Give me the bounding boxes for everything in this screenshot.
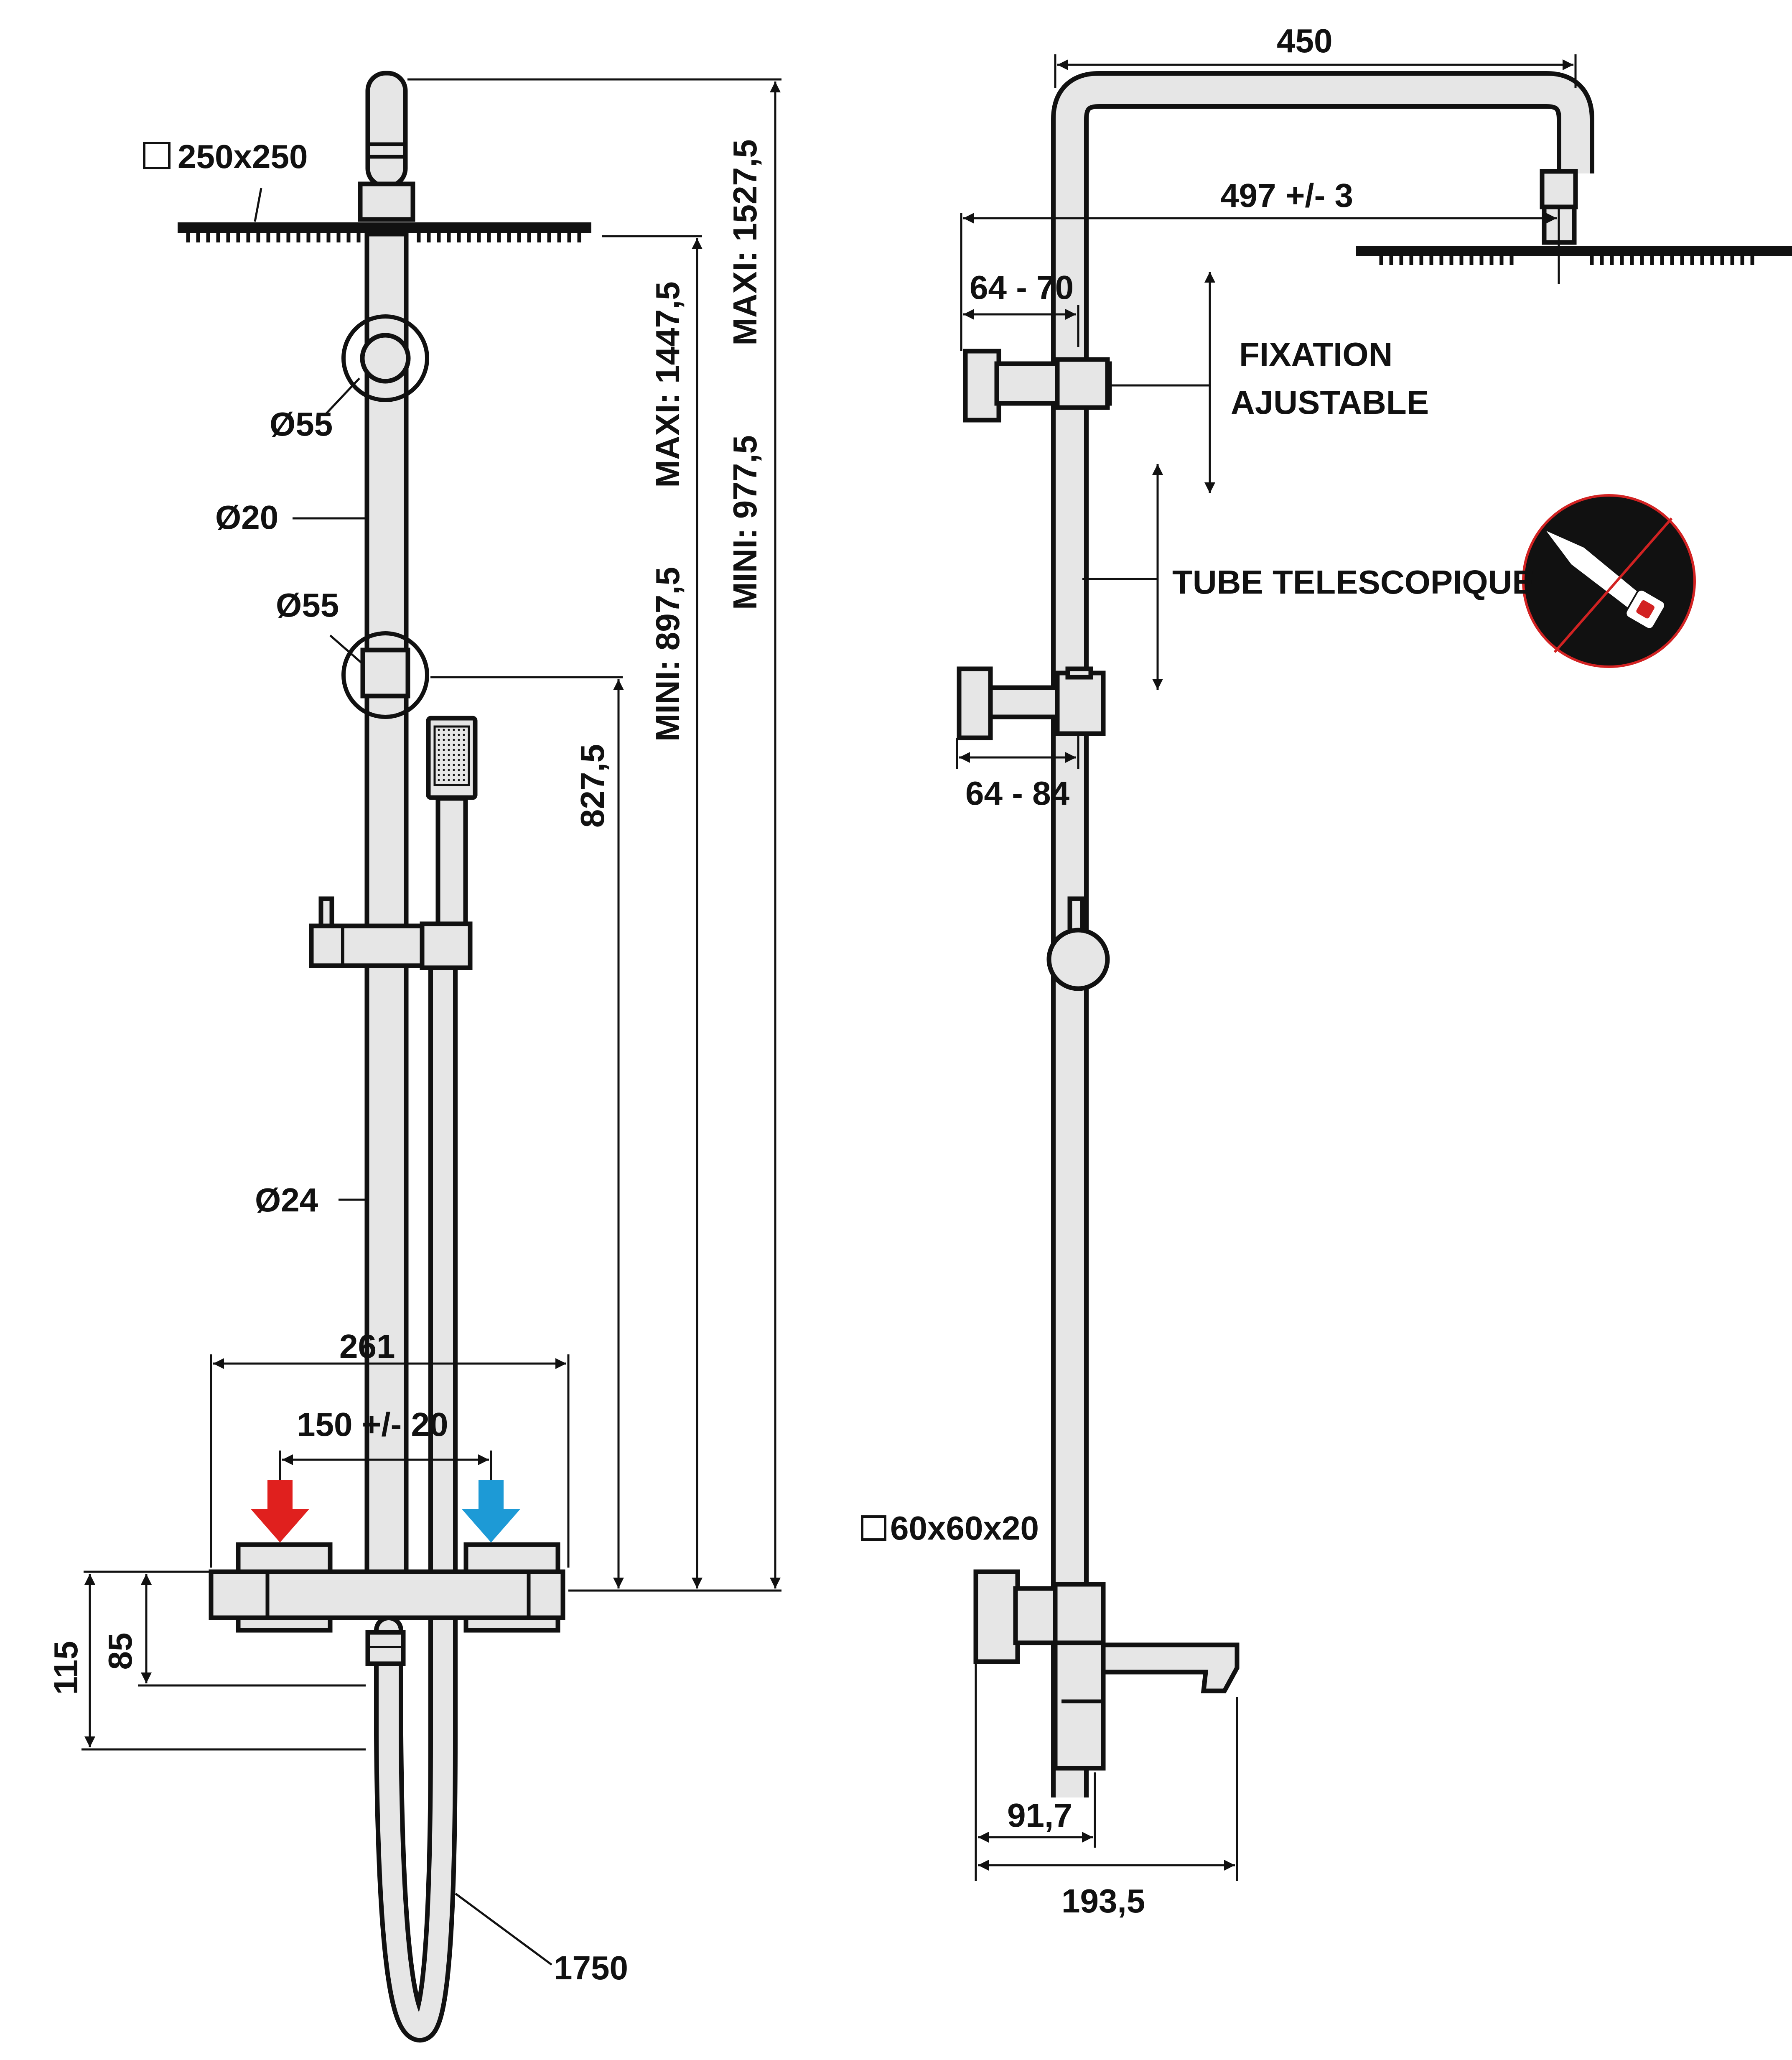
- swivel-joint-bottom-clamp: [360, 648, 410, 699]
- shower-column: [364, 232, 409, 1574]
- side-mixer-and-spout: [973, 1569, 1240, 1771]
- fixation-label-line1: FIXATION: [1239, 336, 1392, 373]
- hand-shower-slider: [309, 896, 473, 970]
- telescopic-tube-label: TUBE TELESCOPIQUE: [1172, 563, 1535, 601]
- shower-nozzles: [186, 233, 581, 242]
- valve-height-85-label: 85: [102, 1633, 139, 1670]
- hot-water-arrow-icon: [251, 1480, 309, 1542]
- square-icon: [143, 142, 171, 169]
- hose-length-label: 1750: [554, 1949, 628, 1986]
- swivel-joint-top: [341, 314, 429, 402]
- inlet-spacing-label: 150 +/- 20: [297, 1406, 448, 1443]
- overhead-shower-head: [178, 222, 591, 242]
- valve-height-115-label: 115: [47, 1641, 84, 1695]
- swivel-top-dia-label: Ø55: [270, 405, 333, 443]
- max-total-label: MAXI: 1527,5: [726, 139, 764, 346]
- no-saw-cutting-icon: [1522, 494, 1696, 668]
- mid-wall-bracket: [957, 666, 1106, 740]
- spout-base-label: 91,7: [1007, 1797, 1072, 1834]
- side-column: [1051, 71, 1594, 1797]
- swivel-joint-bottom: [341, 631, 429, 719]
- front-view: 250x250 Ø55 Ø20 Ø55 Ø24 261 150 +/- 20 1…: [47, 71, 781, 2042]
- cold-water-arrow-icon: [462, 1480, 520, 1542]
- side-dimension-lines: [956, 54, 1577, 1881]
- swivel-bottom-dia-label: Ø55: [276, 586, 339, 624]
- bracket-depth-top-label: 64 - 70: [970, 269, 1074, 306]
- head-offset-label: 497 +/- 3: [1220, 177, 1353, 214]
- swivel-joint-top-inner: [360, 333, 411, 384]
- valve-box-size-label: 60x60x20: [890, 1509, 1039, 1547]
- square-icon: [861, 1515, 886, 1541]
- min-total-label: MINI: 977,5: [726, 435, 764, 610]
- fixation-label-line2: AJUSTABLE: [1231, 384, 1429, 421]
- side-view: 450 497 +/- 3 64 - 70 FIXATION AJUSTABLE…: [861, 22, 1792, 1920]
- spout-reach-label: 193,5: [1061, 1882, 1145, 1920]
- min-head-label: MINI: 897,5: [649, 567, 686, 742]
- front-dimension-lines: [81, 78, 781, 1966]
- slider-height-label: 827,5: [574, 744, 611, 828]
- top-wall-bracket: [963, 349, 1112, 423]
- shower-arm-stub: [358, 71, 415, 222]
- thermostatic-mixer: [209, 1542, 565, 1666]
- arm-dia-label: Ø20: [215, 499, 278, 536]
- side-slider: [1046, 896, 1110, 991]
- head-size-label: 250x250: [178, 138, 308, 175]
- arm-projection-label: 450: [1277, 22, 1332, 59]
- shower-hose: [374, 955, 458, 2042]
- column-dia-label: Ø24: [255, 1181, 318, 1219]
- side-overhead-shower-head: [1356, 246, 1792, 265]
- side-shower-nozzles: [1379, 256, 1754, 265]
- bracket-depth-mid-label: 64 - 84: [965, 775, 1070, 812]
- max-head-label: MAXI: 1447,5: [649, 281, 686, 488]
- hand-shower: [426, 716, 478, 926]
- valve-width-label: 261: [339, 1328, 395, 1365]
